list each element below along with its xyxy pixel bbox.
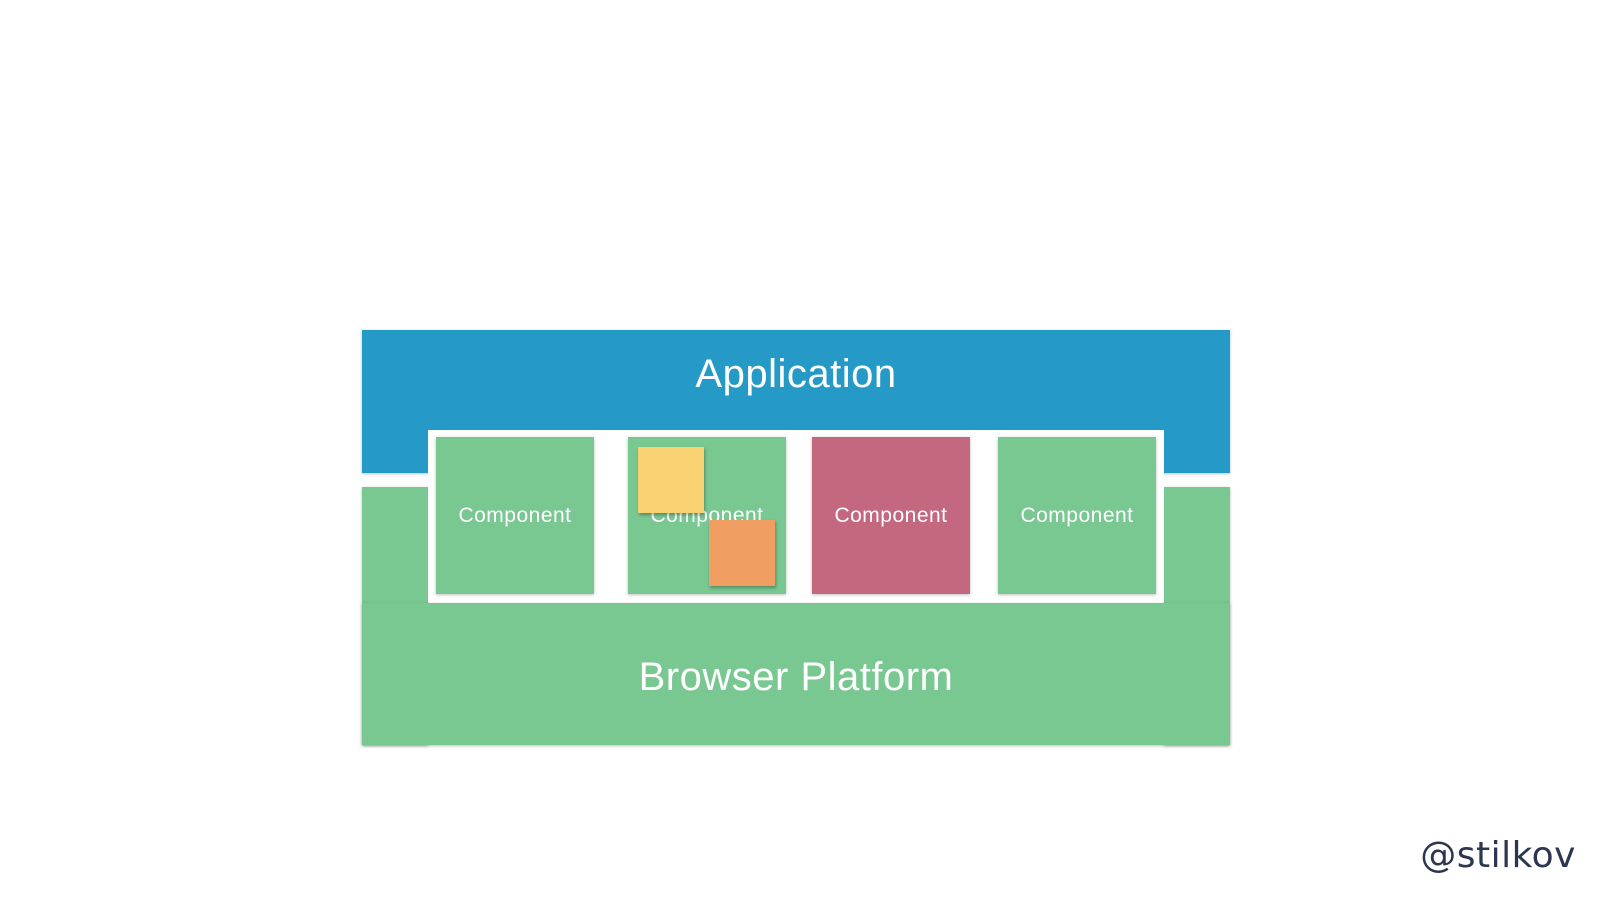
application-label: Application: [695, 352, 897, 396]
component-box-1: Component: [436, 437, 594, 594]
component-label: Component: [458, 503, 572, 527]
yellow-sticky-note: [638, 447, 704, 513]
component-label: Component: [1020, 503, 1134, 527]
orange-sticky-note: [709, 520, 775, 586]
component-box-4: Component: [998, 437, 1156, 594]
component-box-3-highlighted: Component: [812, 437, 970, 594]
browser-platform-layer: Browser Platform: [362, 603, 1230, 745]
author-handle: @stilkov: [1420, 835, 1576, 876]
component-label: Component: [834, 503, 948, 527]
browser-platform-label: Browser Platform: [638, 655, 954, 699]
